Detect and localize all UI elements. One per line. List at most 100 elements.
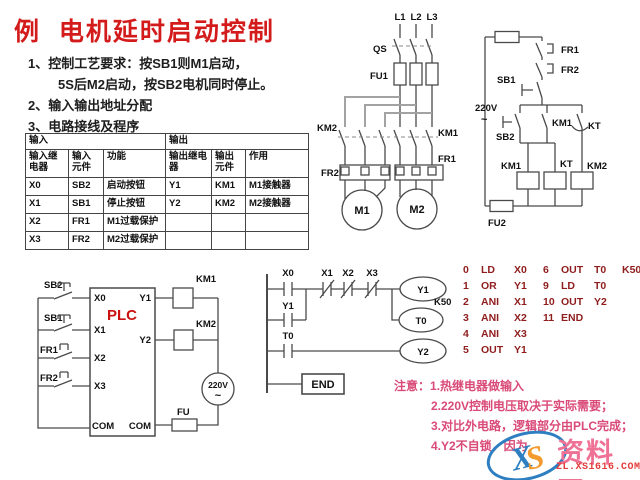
- table-cell: [245, 213, 309, 232]
- label-sb1: SB1: [497, 75, 516, 86]
- table-cell: X3: [25, 231, 69, 250]
- table-cell: M1接触器: [245, 177, 309, 196]
- label-km2: KM2: [317, 123, 337, 134]
- table-cell: 启动按钮: [103, 177, 166, 196]
- terminal-com-left: COM: [92, 421, 114, 432]
- end-label: END: [311, 379, 334, 391]
- rung-1: X0 Y1 X1 X2 X3 Y1 T0 K50: [267, 268, 451, 333]
- terminal-x2: X2: [94, 353, 106, 364]
- fr2-relay: FR2: [321, 164, 391, 181]
- requirement-line-4: 3、电路接线及程序: [28, 119, 140, 134]
- table-cell: KM1: [211, 177, 246, 196]
- table-cell: M1过载保护: [103, 213, 166, 232]
- power-source: 220V ~: [155, 298, 235, 426]
- ladder-diagram: X0 Y1 X1 X2 X3 Y1 T0 K50 T0 Y2 END: [266, 268, 451, 395]
- table-cell: [211, 231, 246, 250]
- label-fu1: FU1: [370, 71, 389, 82]
- table-cell: M2接触器: [245, 195, 309, 214]
- label-fr2: FR2: [40, 373, 58, 384]
- km2-coil: KM2: [570, 161, 607, 206]
- table-cell: X2: [25, 213, 69, 232]
- km1-coil: KM1: [501, 143, 540, 206]
- fr1-input: FR1: [38, 343, 90, 360]
- label-sb2: SB2: [44, 280, 62, 291]
- sb1-input: SB1: [38, 313, 90, 332]
- note-line-2: 2.220V控制电压取决于实际需要；: [431, 399, 614, 413]
- input-group-header: 输入: [25, 133, 166, 150]
- requirement-line-1: 1、控制工艺要求：按SB1则M1启动，: [28, 56, 248, 71]
- sb2-start-button: SB2: [496, 105, 521, 143]
- plc-label: PLC: [107, 307, 137, 324]
- label-m1: M1: [354, 205, 369, 217]
- terminal-com-right: COM: [129, 421, 151, 432]
- km2-contacts: KM2: [317, 123, 390, 165]
- table-cell: X0: [25, 177, 69, 196]
- col-header: 输出继电器: [165, 149, 212, 178]
- table-cell: FR2: [68, 231, 104, 250]
- label-fr2: FR2: [321, 168, 339, 179]
- requirements-text: 1、控制工艺要求：按SB1则M1启动， 5S后M2启动，按SB2电机同时停止。 …: [28, 53, 273, 137]
- note-prefix: 注意：: [394, 379, 431, 393]
- sb2-input: SB2: [38, 280, 90, 300]
- label-fr1: FR1: [40, 345, 59, 356]
- control-fuse-top: [494, 30, 520, 44]
- sb1-stop-button: SB1: [497, 75, 543, 105]
- note-line-3: 3.对比外电路，逻辑部分由PLC完成；: [431, 419, 634, 433]
- branch-wires: [344, 96, 432, 127]
- table-cell: SB1: [68, 195, 104, 214]
- kt-coil: KT: [543, 143, 573, 206]
- page-title: 例 电机延时启动控制: [14, 18, 275, 46]
- watermark-name: 资料网: [557, 438, 615, 480]
- km1-output-coil: KM1: [155, 274, 218, 309]
- table-row: X1 SB1 停止按钮 Y2 KM2 M2接触器: [25, 195, 309, 214]
- coil-t0-label: T0: [415, 316, 426, 327]
- table-cell: [245, 231, 309, 250]
- label-km1: KM1: [438, 128, 459, 139]
- terminal-y2: Y2: [139, 335, 151, 346]
- table-cell: Y2: [165, 195, 212, 214]
- coil-y2-label: Y2: [417, 347, 429, 358]
- contact-y1-label: Y1: [282, 301, 294, 312]
- terminal-x3: X3: [94, 381, 106, 392]
- fr1-relay: FR1: [394, 154, 457, 181]
- label-km2-coil: KM2: [587, 161, 607, 172]
- label-tilde: ~: [215, 390, 222, 402]
- notes: 注意：1.热继电器做输入 2.220V控制电压取决于实际需要； 3.对比外电路，…: [394, 376, 640, 456]
- label-km1-coil: KM1: [501, 161, 522, 172]
- col-header: 功能: [103, 149, 166, 178]
- label-m2: M2: [409, 204, 424, 216]
- label-km2: KM2: [196, 319, 216, 330]
- label-km1-contact: KM1: [552, 118, 573, 129]
- contact-x0-label: X0: [282, 268, 294, 279]
- km1-contacts: KM1: [393, 128, 459, 165]
- motor-m1: M1: [341, 180, 386, 231]
- contact-x2-label: X2: [342, 268, 354, 279]
- table-row: X3 FR2 M2过载保护: [25, 231, 309, 250]
- fu-fuse: FU: [171, 407, 198, 432]
- label-220v: 220V: [475, 103, 498, 114]
- label-kt-coil: KT: [560, 159, 573, 170]
- table-cell: M2过载保护: [103, 231, 166, 250]
- label-fr1: FR1: [561, 45, 580, 56]
- motor-m2: M2: [396, 180, 438, 230]
- fu1-fuses: FU1: [370, 62, 439, 127]
- fr2-nc-contact: FR2: [535, 62, 579, 80]
- label-tilde: ~: [481, 114, 488, 126]
- table-cell: KM2: [211, 195, 246, 214]
- label-fu2: FU2: [488, 218, 506, 229]
- km2-output-coil: KM2: [155, 319, 218, 351]
- output-group-header: 输出: [165, 133, 309, 150]
- requirement-line-3: 2、输入输出地址分配: [28, 98, 153, 113]
- label-l1: L1: [394, 12, 406, 23]
- label-fr2: FR2: [561, 65, 579, 76]
- io-assignment-table: 输入 输出 输入继电器 输入元件 功能 输出继电器 输出元件 作用 X0 SB2…: [25, 133, 309, 250]
- watermark-url: ZL.XS1616.COM: [556, 462, 640, 473]
- table-cell: Y1: [165, 177, 212, 196]
